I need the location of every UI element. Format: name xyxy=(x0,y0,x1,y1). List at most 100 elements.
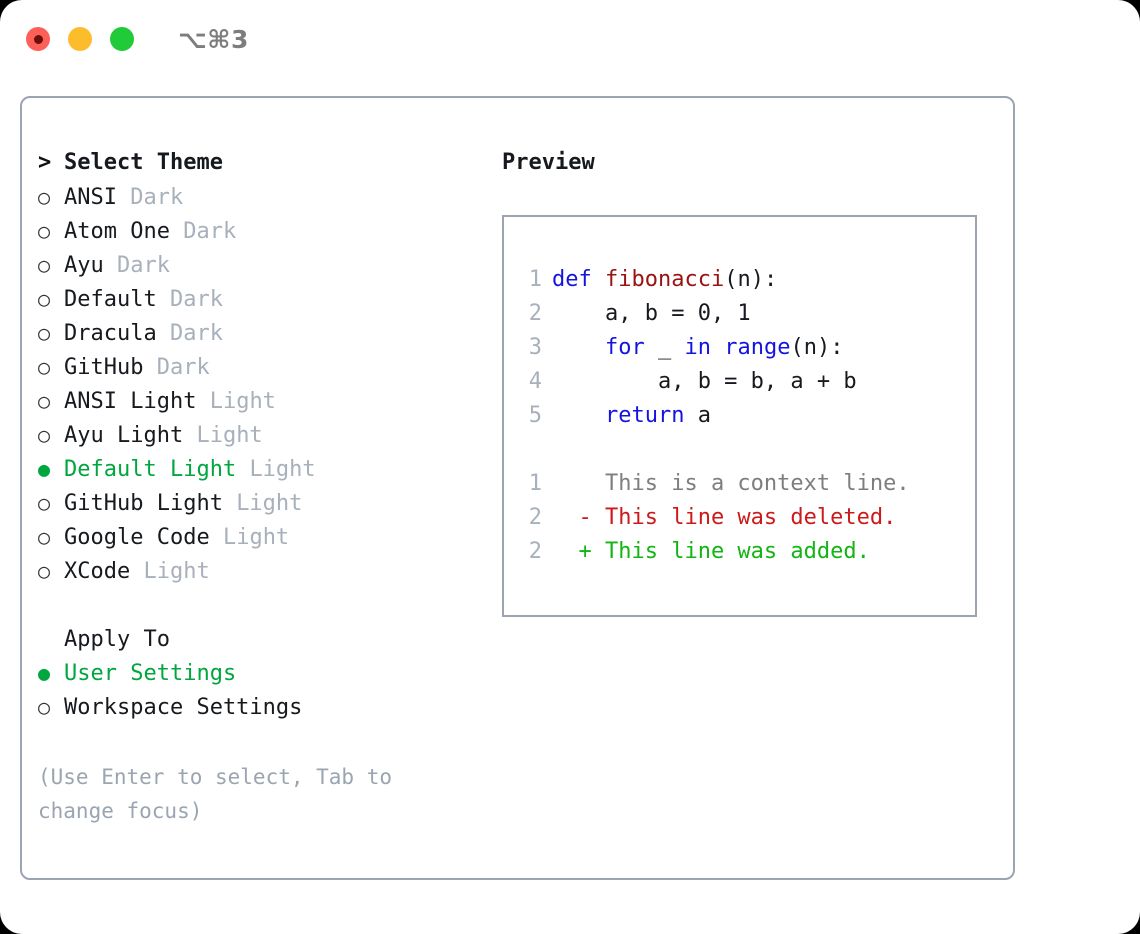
theme-list-item[interactable]: ○ Default Dark xyxy=(38,282,488,316)
radio-unselected-icon[interactable]: ○ xyxy=(38,389,51,413)
apply-to-heading-row: ○Apply To xyxy=(38,622,488,656)
diff-line-text: - This line was deleted. xyxy=(552,505,897,530)
theme-item-variant-badge: Light xyxy=(236,491,303,516)
apply-to-option-label: Workspace Settings xyxy=(64,695,303,720)
theme-list-item[interactable]: ○ ANSI Light Light xyxy=(38,384,488,418)
radio-unselected-icon[interactable]: ○ xyxy=(38,287,51,311)
line-number: 5 xyxy=(528,403,542,428)
code-token xyxy=(552,403,605,428)
preview-diff-line: 2 + This line was added. xyxy=(516,535,969,569)
code-token: a, b = b, a + b xyxy=(552,369,857,394)
code-token: range xyxy=(724,335,791,360)
apply-to-option-label: User Settings xyxy=(64,661,237,686)
theme-list-item[interactable]: ○ Ayu Dark xyxy=(38,248,488,282)
theme-dialog-panel: > Select Theme ○ ANSI Dark ○ Atom One Dark ○ Ay… xyxy=(20,96,1015,880)
theme-list-item[interactable]: ○ GitHub Light Light xyxy=(38,486,488,520)
window-titlebar: ⌥⌘3 xyxy=(0,0,1140,78)
line-number: 1 xyxy=(528,471,542,496)
theme-item-variant-badge: Light xyxy=(196,423,263,448)
preview-code-line: 5 return a xyxy=(516,399,969,433)
radio-unselected-icon[interactable]: ○ xyxy=(38,355,51,379)
radio-unselected-icon[interactable]: ○ xyxy=(38,423,51,447)
theme-item-variant-badge: Dark xyxy=(116,253,170,278)
radio-selected-icon[interactable]: ● xyxy=(38,457,51,481)
maximize-button-icon[interactable] xyxy=(110,27,134,51)
prompt-caret-icon: > xyxy=(38,150,52,175)
theme-item-label: Default xyxy=(64,287,170,312)
code-token: fibonacci xyxy=(605,267,725,292)
radio-unselected-icon[interactable]: ○ xyxy=(38,559,51,583)
theme-list-item[interactable]: ○ Google Code Light xyxy=(38,520,488,554)
theme-item-label: Atom One xyxy=(64,219,184,244)
theme-item-variant-badge: Light xyxy=(222,525,290,550)
theme-list-item[interactable]: ○ XCode Light xyxy=(38,554,488,588)
line-number: 1 xyxy=(528,267,542,292)
theme-item-label: ANSI Light xyxy=(64,389,210,414)
theme-item-variant-badge: Light xyxy=(209,389,276,414)
recording-indicator-icon xyxy=(33,34,43,44)
line-number: 2 xyxy=(528,539,542,564)
theme-item-label: Ayu Light xyxy=(64,423,197,448)
code-token xyxy=(711,335,724,360)
radio-unselected-icon[interactable]: ○ xyxy=(38,219,51,243)
code-token xyxy=(592,267,605,292)
radio-unselected-icon[interactable]: ○ xyxy=(38,253,51,277)
radio-unselected-icon[interactable]: ○ xyxy=(38,695,51,719)
preview-diff-line: 1 This is a context line. xyxy=(516,467,969,501)
theme-list-item[interactable]: ○GitHub Dark xyxy=(38,350,488,384)
minimize-button-icon[interactable] xyxy=(68,27,92,51)
code-token: _ xyxy=(644,335,685,360)
code-token: in xyxy=(684,335,711,360)
code-token: for xyxy=(604,335,645,360)
preview-code-line: 2 a, b = 0, 1 xyxy=(516,297,969,331)
code-token: (n): xyxy=(790,335,844,360)
heading-indent-spacer: ○ xyxy=(38,622,64,656)
preview-code-line: 3 for _ in range(n): xyxy=(516,331,969,365)
code-token xyxy=(552,335,605,360)
apply-to-option[interactable]: ● User Settings xyxy=(38,656,488,690)
radio-unselected-icon[interactable]: ○ xyxy=(38,321,51,345)
code-token: return xyxy=(604,403,685,428)
theme-item-variant-badge: Light xyxy=(249,457,316,482)
theme-selector-column: > Select Theme ○ ANSI Dark ○ Atom One Dark ○ Ay… xyxy=(38,146,488,724)
theme-list-item[interactable]: ○ Atom One Dark xyxy=(38,214,488,248)
theme-item-label: GitHub xyxy=(64,355,157,380)
radio-unselected-icon[interactable]: ○ xyxy=(38,525,51,549)
apply-to-group[interactable]: ○Apply To●User Settings○Workspace Settin… xyxy=(38,588,488,724)
theme-item-variant-badge: Dark xyxy=(169,321,223,346)
radio-unselected-icon[interactable]: ○ xyxy=(38,185,51,209)
theme-item-variant-badge: Dark xyxy=(183,219,237,244)
theme-item-variant-badge: Light xyxy=(143,559,210,584)
keyboard-hint-text: (Use Enter to select, Tab to change focu… xyxy=(38,765,393,823)
diff-line-text: This is a context line. xyxy=(552,471,910,496)
code-token: a, b = 0, 1 xyxy=(552,301,751,326)
theme-item-label: Google Code xyxy=(64,525,223,550)
theme-list-title: Select Theme xyxy=(64,150,223,175)
radio-unselected-icon[interactable]: ○ xyxy=(38,491,51,515)
theme-item-label: Default Light xyxy=(64,457,250,482)
close-button-icon[interactable] xyxy=(26,27,50,51)
theme-item-label: ANSI xyxy=(64,185,131,210)
apply-to-heading: Apply To xyxy=(64,627,170,652)
line-number: 2 xyxy=(528,505,542,530)
theme-item-label: GitHub Light xyxy=(64,491,237,516)
theme-item-variant-badge: Dark xyxy=(130,185,184,210)
theme-list-item[interactable]: ● Default Light Light xyxy=(38,452,488,486)
theme-item-label: XCode xyxy=(64,559,144,584)
diff-line-text: + This line was added. xyxy=(552,539,870,564)
theme-list-item[interactable]: ○ Ayu Light Light xyxy=(38,418,488,452)
radio-selected-icon[interactable]: ● xyxy=(38,661,51,685)
theme-item-label: Ayu xyxy=(64,253,117,278)
line-number: 2 xyxy=(528,301,542,326)
traffic-light-group xyxy=(26,27,134,51)
theme-list[interactable]: > Select Theme ○ ANSI Dark ○ Atom One Dark ○ Ay… xyxy=(38,146,488,588)
code-token: def xyxy=(552,267,592,292)
theme-item-variant-badge: Dark xyxy=(169,287,223,312)
theme-list-item[interactable]: ○Dracula Dark xyxy=(38,316,488,350)
theme-list-item[interactable]: ○ ANSI Dark xyxy=(38,180,488,214)
apply-to-option[interactable]: ○ Workspace Settings xyxy=(38,690,488,724)
